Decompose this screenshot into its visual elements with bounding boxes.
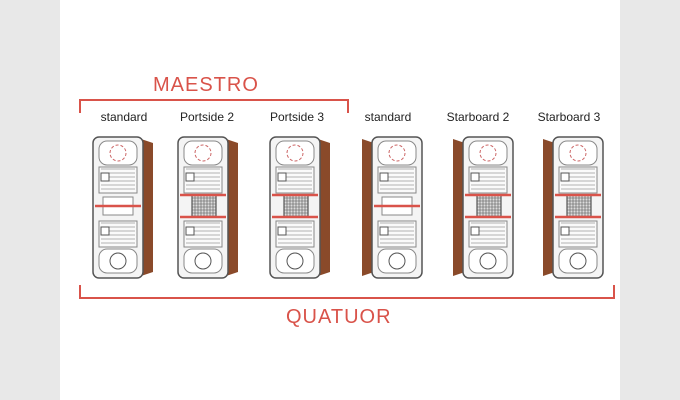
layout-label-5: Starboard 2	[446, 110, 510, 124]
layout-label-4: standard	[364, 110, 412, 124]
layout-label-3: Portside 3	[269, 110, 325, 124]
quatuor-group-label: QUATUOR	[286, 306, 392, 328]
floor-plan-2	[174, 135, 242, 280]
floor-plan-4	[358, 135, 426, 280]
layout-label-1: standard	[100, 110, 148, 124]
maestro-group-label: MAESTRO	[153, 74, 259, 96]
floor-plan-6	[539, 135, 607, 280]
floor-plan-1	[89, 135, 157, 280]
maestro-bracket	[79, 99, 349, 113]
layout-label-2: Portside 2	[179, 110, 235, 124]
floor-plan-5	[449, 135, 517, 280]
layout-diagram: MAESTRO standard Portside 2 Portside 3 s…	[60, 0, 620, 400]
quatuor-bracket	[79, 285, 615, 299]
layout-label-6: Starboard 3	[537, 110, 601, 124]
floor-plan-3	[266, 135, 334, 280]
